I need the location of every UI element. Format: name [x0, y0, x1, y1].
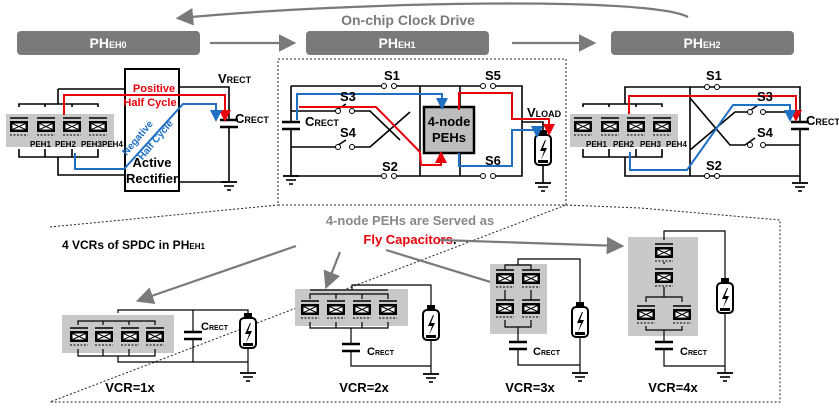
- svg-text:PHEH1: PHEH1: [379, 35, 416, 51]
- vcr-heading: 4 VCRs of SPDC in PHEH1: [62, 238, 205, 252]
- svg-text:S1: S1: [706, 68, 722, 83]
- svg-text:PEH2: PEH2: [613, 140, 634, 149]
- svg-text:PEHs: PEHs: [432, 130, 466, 145]
- arrow-vcr2: [323, 251, 342, 290]
- svg-text:VCR=2x: VCR=2x: [339, 380, 389, 395]
- svg-text:Rectifier: Rectifier: [126, 171, 178, 186]
- svg-text:S4: S4: [757, 125, 774, 140]
- svg-text:S5: S5: [485, 68, 501, 83]
- svg-text:S3: S3: [757, 89, 773, 104]
- svg-text:CRECT: CRECT: [201, 321, 229, 333]
- svg-text:S2: S2: [382, 159, 398, 174]
- svg-text:PEH2: PEH2: [55, 140, 76, 149]
- clock-drive-arrow: [175, 2, 689, 26]
- vcr-1x-circuit: CRECT VCR=1x: [62, 309, 257, 395]
- ph-eh2-circuit: PEH1 PEH2 PEH3 PEH4 S1 S2 S3 S4 CRECT: [570, 68, 839, 192]
- fly-cap-note: 4-node PEHs are Served as: [326, 213, 494, 228]
- vcr-panel-box: [49, 204, 781, 403]
- clock-drive-label: On-chip Clock Drive: [341, 12, 475, 28]
- svg-text:PEH1: PEH1: [30, 140, 51, 149]
- svg-text:PEH3: PEH3: [640, 140, 661, 149]
- arrow-vcr3: [385, 248, 515, 293]
- svg-text:PHEH0: PHEH0: [90, 35, 127, 51]
- svg-text:VLOAD: VLOAD: [527, 105, 562, 120]
- svg-text:S1: S1: [384, 68, 400, 83]
- svg-text:Half Cycle: Half Cycle: [123, 97, 176, 109]
- vcr-4x-circuit: CRECT VCR=4x: [628, 230, 734, 395]
- phase-bar-eh2: PHEH2: [611, 31, 794, 55]
- svg-text:S2: S2: [706, 158, 722, 173]
- svg-text:S4: S4: [340, 125, 357, 140]
- vcr-2x-circuit: CRECT VCR=2x: [295, 284, 440, 395]
- phase-bar-eh0: PHEH0: [17, 31, 200, 55]
- svg-text:VCR=1x: VCR=1x: [105, 380, 155, 395]
- svg-text:CRECT: CRECT: [533, 346, 561, 358]
- svg-text:CRECT: CRECT: [367, 346, 395, 358]
- svg-text:VRECT: VRECT: [218, 71, 252, 86]
- svg-text:PEH4: PEH4: [666, 140, 687, 149]
- svg-text:Positive: Positive: [133, 83, 175, 95]
- 4-node-pehs-block: [422, 105, 476, 155]
- arrow-vcr1: [135, 244, 297, 304]
- svg-text:S6: S6: [485, 153, 501, 168]
- svg-text:VCR=4x: VCR=4x: [648, 380, 698, 395]
- svg-text:Active: Active: [132, 155, 171, 170]
- svg-text:PEH3: PEH3: [81, 140, 102, 149]
- svg-text:PEH4: PEH4: [102, 140, 123, 149]
- svg-text:4-node: 4-node: [428, 114, 471, 129]
- active-rectifier-block: [124, 68, 180, 192]
- svg-text:PEH1: PEH1: [586, 140, 607, 149]
- arrow-vcr4: [439, 236, 625, 255]
- svg-text:CRECT: CRECT: [680, 346, 708, 358]
- ph-eh1-circuit: 4-node PEHs S1 S2 S3 S4 S5 S6 CRECT VLOA…: [280, 68, 562, 192]
- svg-text:PHEH2: PHEH2: [684, 35, 721, 51]
- svg-text:VCR=3x: VCR=3x: [505, 380, 555, 395]
- svg-text:CRECT: CRECT: [305, 114, 339, 129]
- svg-text:S3: S3: [340, 89, 356, 104]
- phase-bar-eh1: PHEH1: [306, 31, 489, 55]
- svg-text:CRECT: CRECT: [235, 111, 269, 126]
- svg-text:CRECT: CRECT: [806, 113, 839, 128]
- vcr-3x-circuit: CRECT VCR=3x: [490, 258, 589, 395]
